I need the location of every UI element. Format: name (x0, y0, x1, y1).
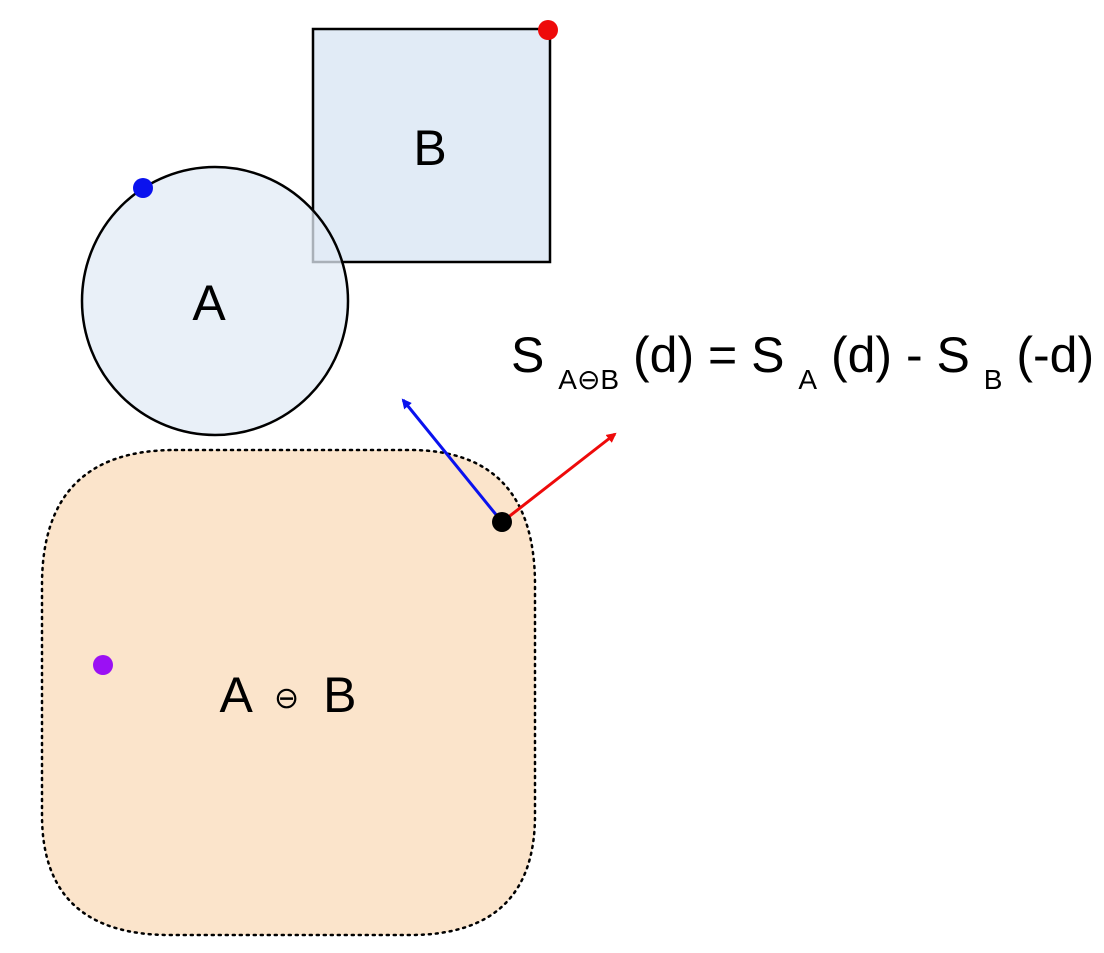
support-point-a (133, 178, 153, 198)
formula-b-subscript: B (984, 364, 1003, 395)
label-difference: A ⊖ B (220, 663, 357, 723)
square-b (311, 27, 552, 264)
arrow-neg-direction (401, 398, 504, 523)
formula-a-arg: (d) - (831, 327, 937, 383)
difference-region (40, 448, 537, 937)
label-difference-right: B (323, 667, 356, 723)
formula-b-symbol: S (936, 327, 969, 383)
support-point-b (538, 20, 558, 40)
formula-lhs-symbol: S (511, 327, 544, 383)
support-point-difference (492, 512, 512, 532)
formula-lhs-subscript: A⊖B (558, 364, 619, 395)
label-difference-op: ⊖ (274, 682, 299, 715)
label-difference-left: A (220, 667, 254, 723)
label-b: B (413, 120, 446, 176)
interior-point (93, 655, 113, 675)
formula-lhs-arg: (d) = (633, 327, 751, 383)
arrow-pos-direction (501, 432, 617, 524)
circle-a (80, 165, 350, 437)
support-formula: S A⊖B (d) = S A (d) - S B (-d) (511, 327, 1094, 400)
formula-b-arg: (-d) (1016, 327, 1094, 383)
label-a: A (192, 275, 226, 331)
formula-a-subscript: A (798, 364, 817, 395)
formula-a-symbol: S (751, 327, 784, 383)
